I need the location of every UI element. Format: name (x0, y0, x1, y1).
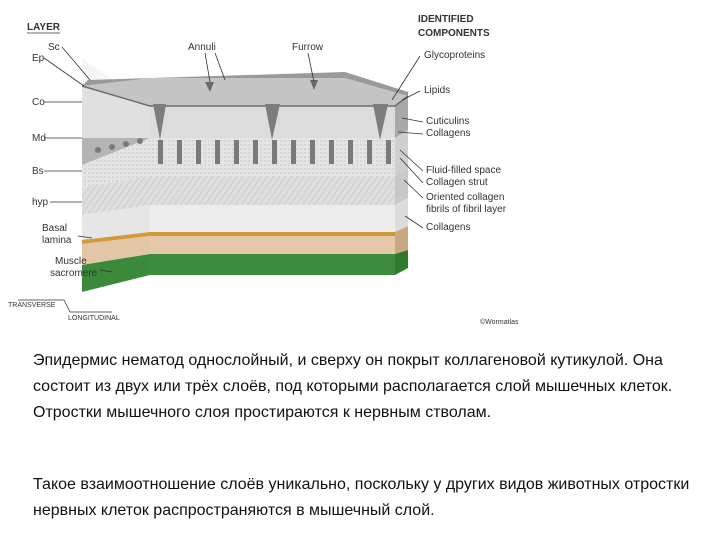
layer-label-co: Co (32, 97, 45, 108)
component-collagens-1: Collagens (426, 128, 470, 139)
cuticle-layer-diagram: LAYER IDENTIFIED COMPONENTS (0, 0, 720, 340)
components-header-line1: IDENTIFIED (418, 14, 474, 25)
layer-label-basal: Basal (42, 223, 67, 234)
layer-label-bs: Bs (32, 166, 44, 177)
component-oriented-collagen: Oriented collagen (426, 192, 504, 203)
transverse-label: TRANSVERSE (8, 302, 56, 309)
layer-label-md: Md (32, 133, 46, 144)
layer-label-muscle: Muscle (55, 256, 87, 267)
caption-paragraph-2: Такое взаимоотношение слоёв уникально, п… (33, 472, 693, 524)
component-collagen-strut: Collagen strut (426, 177, 488, 188)
component-labels: Glycoproteins Lipids Cuticulins Collagen… (424, 50, 507, 233)
component-cuticulins: Cuticulins (426, 116, 469, 127)
cuticle-top-slab (82, 72, 408, 138)
longitudinal-label: LONGITUDINAL (68, 315, 120, 322)
component-fluid-filled-space: Fluid-filled space (426, 165, 501, 176)
component-lipids: Lipids (424, 85, 450, 96)
annuli-label: Annuli (188, 42, 216, 53)
layer-label-sacromere: sacromere (50, 268, 98, 279)
layer-label-sc: Sc (48, 42, 60, 53)
layer-header: LAYER (27, 22, 61, 33)
component-fibrils: fibrils of fibril layer (426, 204, 507, 215)
component-collagens-2: Collagens (426, 222, 470, 233)
furrow-label: Furrow (292, 42, 324, 53)
layer-label-hyp: hyp (32, 197, 49, 208)
components-header-line2: COMPONENTS (418, 28, 490, 39)
block-right-face (395, 96, 408, 275)
layer-label-lamina: lamina (42, 235, 72, 246)
layer-label-ep: Ep (32, 53, 45, 64)
caption-paragraph-1: Эпидермис нематод однослойный, и сверху … (33, 348, 693, 426)
credit-label: ©Wormatlas (480, 318, 519, 326)
component-glycoproteins: Glycoproteins (424, 50, 485, 61)
